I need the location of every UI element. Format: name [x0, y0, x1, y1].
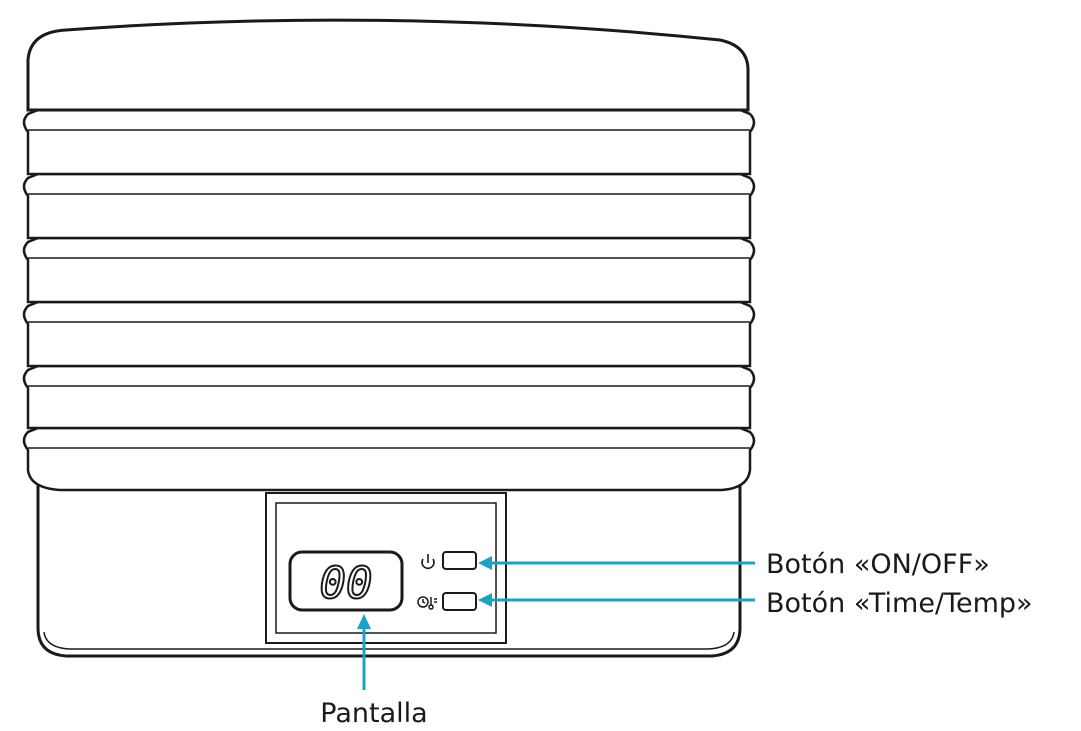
label-screen: Pantalla: [320, 698, 427, 729]
callout-arrow-on-off: [478, 556, 492, 570]
dehydrator-lid: [26, 18, 750, 112]
clock-thermometer-icon: [417, 596, 437, 610]
dehydrator-trays: [22, 108, 756, 492]
time-temp-button[interactable]: [442, 592, 477, 611]
power-icon: [421, 554, 435, 570]
callout-arrow-time-temp: [478, 593, 492, 607]
control-panel: 00: [265, 492, 507, 644]
display-screen: [288, 550, 404, 612]
label-on-off-button: Botón «ON/OFF»: [766, 549, 990, 580]
on-off-button[interactable]: [442, 551, 477, 570]
label-time-temp-button: Botón «Time/Temp»: [766, 588, 1033, 619]
callout-arrow-screen: [357, 614, 371, 629]
callouts: [357, 556, 755, 690]
display-digits: 00: [320, 558, 373, 609]
